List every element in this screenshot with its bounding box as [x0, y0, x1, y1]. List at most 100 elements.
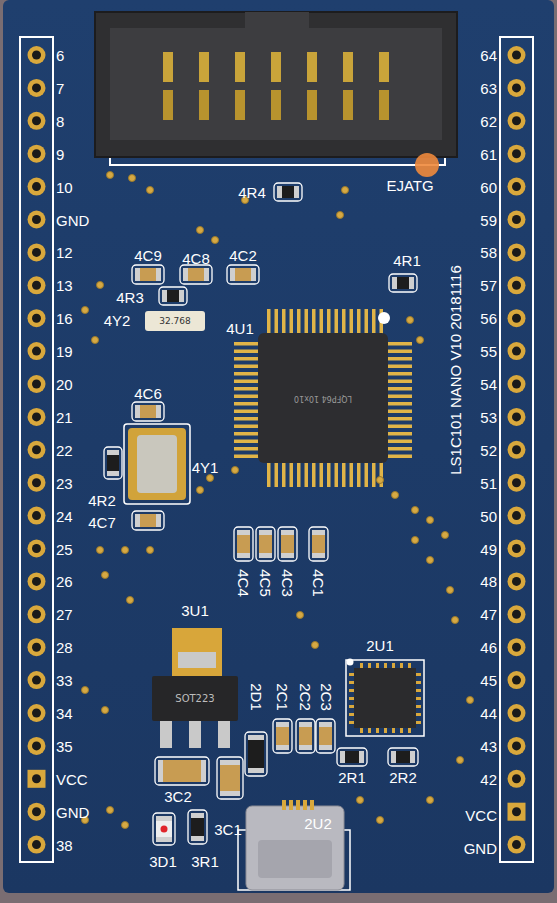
ic-lead — [386, 417, 412, 421]
silkscreen-label: 2U1 — [366, 638, 394, 653]
silkscreen-outline — [227, 265, 259, 284]
via — [207, 475, 214, 482]
round-pad — [508, 770, 526, 788]
round-pad — [508, 572, 526, 590]
part-marking: LQFP64 10x10 — [294, 394, 352, 402]
ic-lead — [327, 309, 331, 335]
pad-hole — [512, 412, 521, 421]
pin-label: VCC — [56, 771, 88, 786]
usb-pin — [296, 800, 300, 810]
pin-label: 13 — [56, 278, 73, 293]
pcb-board — [3, 0, 554, 893]
silkscreen-outline — [217, 757, 243, 799]
component-body — [396, 751, 410, 763]
via — [127, 597, 134, 604]
header-pin — [271, 90, 281, 120]
ic-lead — [234, 395, 260, 399]
via — [97, 547, 104, 554]
via — [297, 612, 304, 619]
pin-label: GND — [464, 841, 497, 856]
pin-label: 26 — [56, 574, 73, 589]
qfn-body — [354, 668, 416, 728]
round-pad — [28, 408, 46, 426]
component-terminal — [230, 268, 256, 281]
silkscreen-label: EJATG — [386, 178, 433, 193]
silkscreen-label: 4C8 — [182, 251, 210, 266]
via — [232, 467, 239, 474]
pin-label: 64 — [480, 48, 497, 63]
silkscreen-outline — [159, 287, 187, 305]
pad-hole — [32, 478, 41, 487]
header-pin — [235, 52, 245, 82]
header-pins — [163, 52, 389, 120]
pin-label: 22 — [56, 442, 73, 457]
via — [92, 337, 99, 344]
silkscreen-label: 2U2 — [304, 816, 332, 831]
round-pad — [28, 737, 46, 755]
round-pad — [508, 79, 526, 97]
header-pin — [199, 52, 209, 82]
silkscreen-outline — [132, 402, 164, 421]
crystal-frame — [128, 428, 186, 500]
silkscreen-outline — [132, 265, 164, 284]
usb-pin — [310, 800, 314, 810]
pad-hole — [32, 412, 41, 421]
header-pin — [343, 52, 353, 82]
component-body — [107, 455, 119, 471]
pad-hole — [512, 478, 521, 487]
pin-label: 9 — [56, 146, 64, 161]
component-terminal — [156, 816, 172, 842]
ic-lead — [267, 309, 271, 335]
ic-lead — [386, 447, 412, 451]
via — [82, 307, 89, 314]
pad-hole — [32, 281, 41, 290]
component-body — [140, 405, 156, 418]
ic-lead — [267, 461, 271, 487]
box-header — [95, 12, 457, 157]
ic-lead — [386, 395, 412, 399]
round-pad — [508, 836, 526, 854]
pad-hole — [32, 807, 41, 816]
pad-hole — [512, 380, 521, 389]
pad-hole — [32, 83, 41, 92]
pad-hole — [32, 149, 41, 158]
round-pad — [28, 605, 46, 623]
pin-label: 47 — [480, 607, 497, 622]
pin-label: 49 — [480, 541, 497, 556]
silkscreen-label: 4C5 — [258, 569, 273, 597]
component-terminal — [135, 514, 161, 527]
silkscreen-outline — [104, 447, 122, 479]
ic-lead — [290, 309, 294, 335]
ic-lead — [290, 461, 294, 487]
component-terminal — [107, 450, 119, 476]
pin-label: 42 — [480, 771, 497, 786]
component-body — [167, 290, 179, 302]
component-terminal — [220, 760, 240, 796]
pad-hole — [32, 445, 41, 454]
pin1-dot — [347, 659, 354, 666]
via — [417, 337, 424, 344]
round-pad — [28, 474, 46, 492]
ic-lead — [386, 372, 412, 376]
silkscreen-label: 4C1 — [311, 569, 326, 597]
round-pad — [508, 276, 526, 294]
round-pad — [28, 803, 46, 821]
component-body — [276, 727, 289, 745]
ic-lead — [234, 350, 260, 354]
silkscreen-outline — [278, 527, 297, 561]
header-pin — [379, 90, 389, 120]
pad-hole — [32, 347, 41, 356]
via — [392, 492, 399, 499]
header-pin — [271, 52, 281, 82]
header-pin — [307, 52, 317, 82]
silkscreen-label: 4C2 — [229, 248, 257, 263]
component-body — [319, 727, 332, 745]
ic-lead — [350, 309, 354, 335]
pad-hole — [32, 577, 41, 586]
component-body — [312, 535, 325, 553]
box-header-inner — [110, 28, 442, 140]
ic-lead — [234, 372, 260, 376]
ic-lead — [335, 309, 339, 335]
pin1-dot — [378, 312, 390, 324]
round-pad — [28, 46, 46, 64]
